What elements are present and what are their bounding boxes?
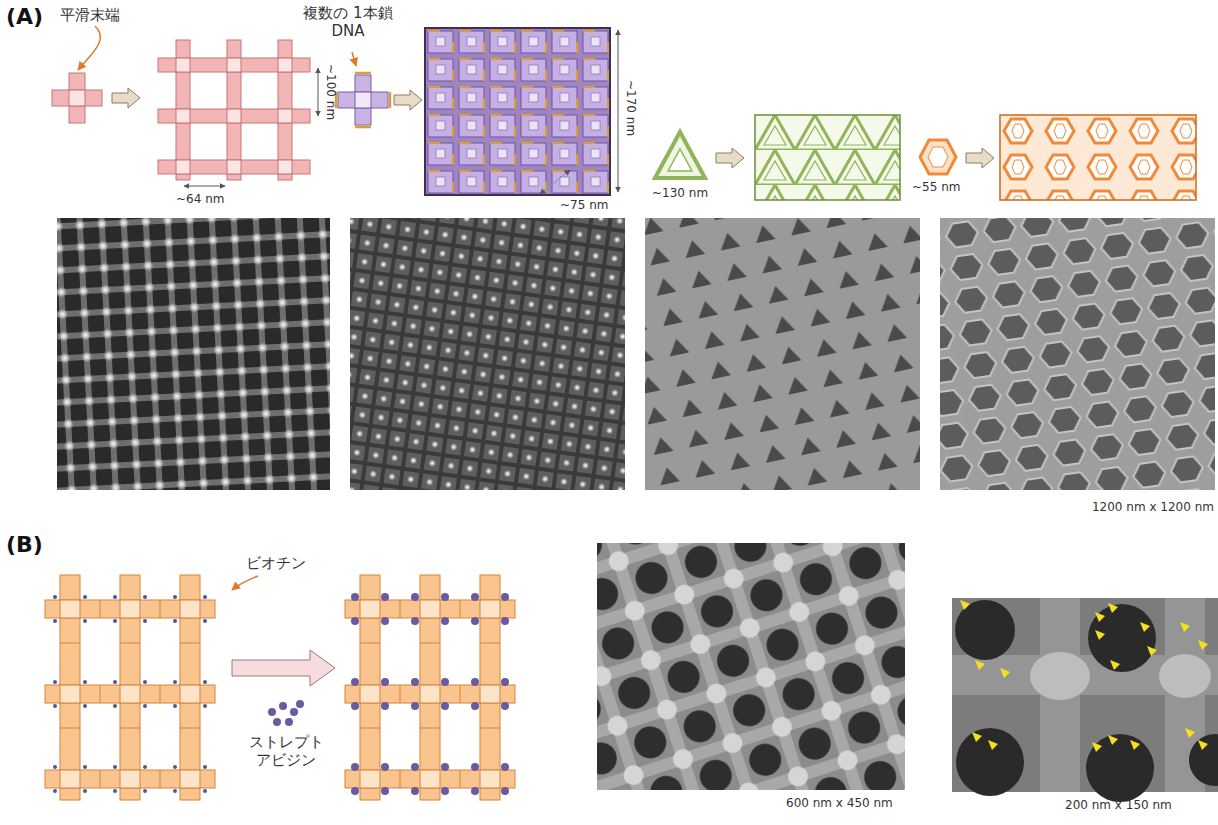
scale-label: 600 nm x 450 nm — [786, 796, 893, 810]
dimension-label: ~100 nm — [324, 64, 338, 120]
dimension-label: ~130 nm — [652, 186, 708, 200]
callout-label: 平滑末端 — [60, 6, 120, 24]
dimension-label: ~55 nm — [912, 180, 960, 194]
callout-label: 複数の 1本鎖DNA — [300, 4, 396, 40]
panel-letter: (A) — [6, 4, 43, 30]
scale-label: 200 nm x 150 nm — [1065, 798, 1172, 812]
panel-letter: (B) — [6, 532, 43, 558]
dimension-label: ~75 nm — [560, 198, 608, 212]
dimension-label: ~170 nm — [624, 80, 638, 136]
callout-label: ビオチン — [246, 554, 306, 572]
callout-label: ストレプト アビジン — [244, 733, 328, 769]
dimension-label: ~64 nm — [176, 192, 224, 206]
scale-label: 1200 nm x 1200 nm — [1092, 500, 1214, 514]
